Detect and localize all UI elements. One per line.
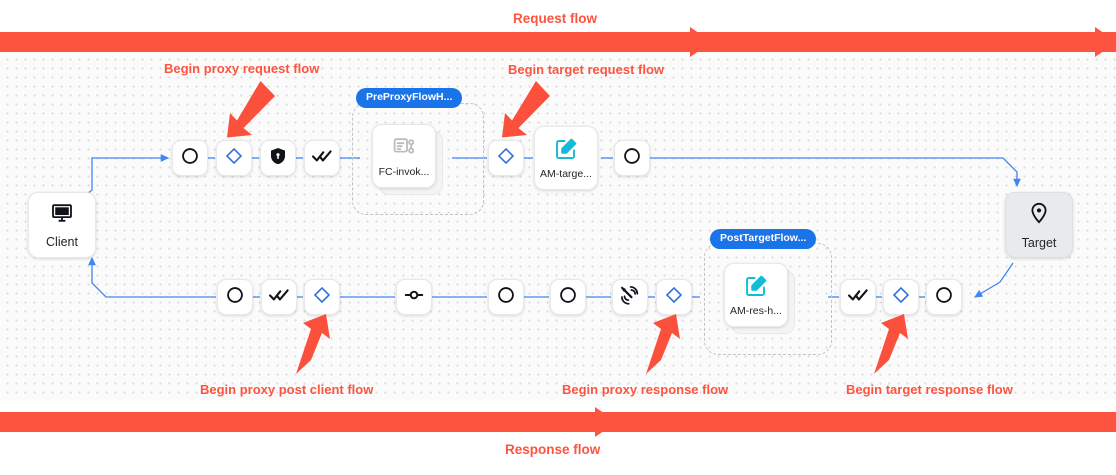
dotted-grid-background (0, 52, 1116, 400)
request-flow-banner (0, 27, 1116, 57)
group-chip-posttargetflowhook[interactable]: PostTargetFlow... (710, 229, 817, 249)
annotation-begin-proxy-response-flow: Begin proxy response flow (562, 382, 729, 397)
policy-node-am-res-h[interactable]: AM-res-h... (724, 263, 788, 327)
diamond-icon (496, 146, 516, 171)
annotation-begin-target-response-flow: Begin target response flow (846, 382, 1013, 397)
node-req-step-4[interactable] (304, 140, 340, 176)
policy-stack-fc-invoke: FC-invok... (372, 124, 450, 202)
policy-node-am-target[interactable]: AM-targe... (534, 126, 598, 190)
shield-lock-icon (268, 146, 288, 171)
circle-icon (180, 146, 200, 171)
request-flow-label: Request flow (513, 11, 598, 26)
circle-icon (934, 285, 954, 310)
request-flow-arrowhead (1095, 27, 1116, 57)
response-flow-banner-notch (595, 407, 617, 437)
node-res-step-3[interactable] (304, 279, 340, 315)
target-endpoint-label: Target (1021, 235, 1057, 250)
target-endpoint-node[interactable]: Target (1005, 192, 1073, 258)
diamond-icon (224, 146, 244, 171)
client-endpoint-label: Client (46, 234, 78, 249)
client-endpoint-node[interactable]: Client (28, 192, 96, 258)
double-check-icon (847, 284, 869, 311)
double-check-icon (268, 284, 290, 311)
node-res-step-1[interactable] (217, 279, 253, 315)
node-req-step-2[interactable] (216, 140, 252, 176)
node-res-step-5[interactable] (488, 279, 524, 315)
diamond-icon (891, 285, 911, 310)
node-res-step-4[interactable] (396, 279, 432, 315)
policy-label-am-target: AM-targe... (540, 167, 592, 180)
group-chip-preproxyflowhook[interactable]: PreProxyFlowH... (356, 88, 463, 108)
circle-icon (496, 285, 516, 310)
diamond-icon (664, 285, 684, 310)
annotation-begin-proxy-post-client-flow: Begin proxy post client flow (200, 382, 374, 397)
double-check-icon (311, 145, 333, 172)
annotation-begin-target-request-flow: Begin target request flow (508, 62, 665, 77)
connector-dot-icon (403, 284, 425, 311)
diamond-icon (312, 285, 332, 310)
circle-icon (558, 285, 578, 310)
policy-stack-am-res-h: AM-res-h... (724, 263, 802, 341)
policy-label-fc-invoke: FC-invok... (378, 165, 430, 178)
response-flow-banner (0, 407, 1116, 437)
circle-icon (622, 146, 642, 171)
monitor-icon (49, 202, 75, 229)
node-res-step-7[interactable] (612, 279, 648, 315)
node-res-step-8[interactable] (656, 279, 692, 315)
annotation-begin-proxy-request-flow: Begin proxy request flow (164, 61, 320, 76)
node-res-step-11[interactable] (926, 279, 962, 315)
assign-message-icon (744, 274, 768, 303)
policy-node-fc-invoke[interactable]: FC-invok... (372, 124, 436, 188)
response-flow-label: Response flow (505, 442, 601, 457)
policy-label-am-res-h: AM-res-h... (730, 304, 782, 317)
location-pin-icon (1028, 201, 1050, 230)
node-res-step-2[interactable] (261, 279, 297, 315)
broadcast-hand-icon (619, 284, 641, 311)
node-req-step-3[interactable] (260, 140, 296, 176)
node-req-step-5[interactable] (488, 140, 524, 176)
flow-callout-icon (392, 135, 416, 164)
request-flow-banner-notch (690, 27, 712, 57)
assign-message-icon (554, 137, 578, 166)
node-res-step-6[interactable] (550, 279, 586, 315)
node-res-step-9[interactable] (840, 279, 876, 315)
node-req-step-1[interactable] (172, 140, 208, 176)
node-res-step-10[interactable] (883, 279, 919, 315)
node-req-step-6[interactable] (614, 140, 650, 176)
circle-icon (225, 285, 245, 310)
